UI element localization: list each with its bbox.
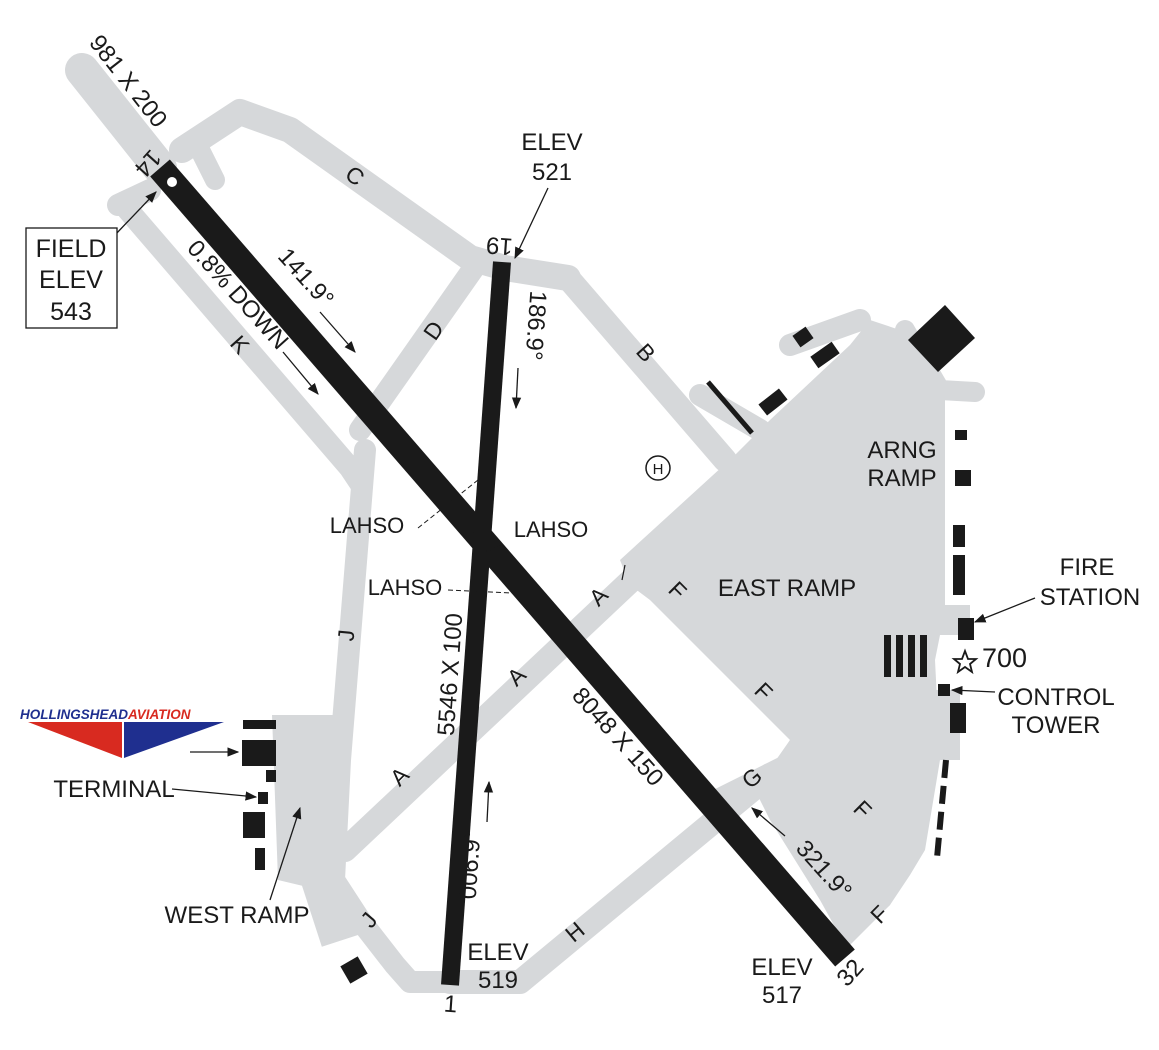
runway-14-32 — [150, 159, 855, 967]
taxiway-b-path — [556, 266, 737, 472]
arng-building-4 — [953, 555, 965, 595]
terminal-leader — [171, 788, 258, 801]
leaders — [114, 187, 1036, 901]
fire-station-label-2: STATION — [1040, 584, 1140, 611]
arng-ramp-label-1: ARNG — [867, 437, 936, 464]
terminal-building-3 — [258, 792, 268, 804]
field-elev-value: 543 — [50, 298, 92, 326]
fire-station-leader — [973, 597, 1036, 623]
logo-red-wing — [28, 722, 122, 758]
field-elev-leader — [114, 191, 157, 236]
logo-text: HOLLINGSHEADAVIATION — [20, 707, 191, 722]
field-elevation-box: FIELD ELEV 543 — [25, 227, 118, 329]
elev-521-label: ELEV — [521, 129, 582, 156]
building-b2 — [810, 341, 840, 369]
runway-14-light — [167, 177, 177, 187]
terminal-building-2 — [266, 770, 276, 782]
logo-blue-wing — [124, 722, 224, 758]
slope-arrow — [282, 351, 319, 395]
terminal-building-1 — [242, 740, 276, 766]
east-building-1 — [950, 703, 966, 733]
logo-text-part-a: HOLLINGSHEAD — [20, 707, 128, 722]
lahso-leader-1 — [417, 479, 479, 529]
blast-fence — [706, 380, 754, 435]
heading-1869-arrow — [511, 367, 522, 410]
control-tower-leader — [950, 685, 996, 696]
terminal-roof-line — [243, 720, 276, 729]
helipad-label: H — [653, 461, 664, 478]
west-ramp-leader — [269, 806, 302, 901]
field-elev-line1: FIELD — [36, 235, 107, 263]
runways — [150, 159, 855, 986]
arng-building-3 — [953, 525, 965, 547]
helipad: H — [645, 455, 671, 481]
lahso-leader-2 — [483, 544, 503, 553]
heading-186-9: 186.9° — [520, 290, 552, 361]
building-b1 — [792, 326, 814, 348]
arng-ramp-label-2: RAMP — [867, 465, 936, 492]
runway-1-19 — [441, 261, 511, 986]
west-ramp-stub — [300, 867, 362, 947]
overrun-area — [65, 53, 177, 185]
taxiway-a-path — [333, 560, 652, 862]
elev-519-label: ELEV — [467, 939, 528, 966]
control-tower-label-2: TOWER — [1012, 712, 1101, 739]
terminal-label: TERMINAL — [53, 776, 174, 803]
east-ramp-label: EAST RAMP — [718, 575, 856, 602]
beacon-height-label: 700 — [982, 643, 1027, 673]
taxiway-c-path — [169, 99, 581, 291]
elev-517-label: ELEV — [751, 954, 812, 981]
beacon-star-icon — [951, 648, 979, 675]
control-tower-building — [938, 684, 950, 696]
heading-006-9: 006.9° — [455, 829, 487, 900]
east-ramp-edge — [760, 740, 910, 945]
elev-521-value: 521 — [532, 159, 572, 186]
taxiway-h-path — [438, 763, 782, 994]
fire-station-label-1: FIRE — [1060, 554, 1115, 581]
elev-517-value: 517 — [762, 982, 802, 1009]
taxiway-c-return — [186, 132, 225, 190]
heading-1419-arrow — [319, 311, 356, 353]
elev-521-leader — [514, 187, 549, 260]
runway-end-19: 19 — [485, 231, 514, 260]
buildings — [242, 305, 975, 984]
logo-text-part-b: AVIATION — [127, 707, 191, 722]
west-ramp-label: WEST RAMP — [165, 902, 310, 929]
hollingshead-logo: HOLLINGSHEADAVIATION — [20, 707, 224, 758]
elev-519-value: 519 — [478, 967, 518, 994]
lahso-label-2: LAHSO — [514, 517, 589, 542]
beacon: 700 — [951, 643, 1027, 675]
runway-end-1: 1 — [443, 991, 458, 1019]
arng-building-1 — [955, 430, 967, 440]
terminal-building-4 — [243, 812, 265, 838]
heading-3219-arrow — [751, 807, 786, 837]
lahso-tick — [621, 564, 626, 581]
hold-bars — [884, 635, 927, 677]
arng-hangar — [908, 305, 975, 372]
east-ramp-area — [620, 320, 945, 945]
field-elev-line2: ELEV — [39, 266, 103, 294]
east-building-row — [934, 759, 949, 859]
lahso-label-3: LAHSO — [368, 575, 443, 600]
taxiway-label-j-upper: J — [333, 628, 360, 642]
control-tower-label-1: CONTROL — [997, 684, 1114, 711]
terminal-building-5 — [255, 848, 265, 870]
west-ramp-hangar — [340, 956, 368, 984]
lahso-label-1: LAHSO — [330, 513, 405, 538]
arng-building-2 — [955, 470, 971, 486]
lahso-leader-3 — [447, 589, 513, 594]
building-b3 — [758, 388, 788, 416]
heading-0069-arrow — [483, 780, 494, 823]
fire-station-building — [958, 618, 974, 640]
